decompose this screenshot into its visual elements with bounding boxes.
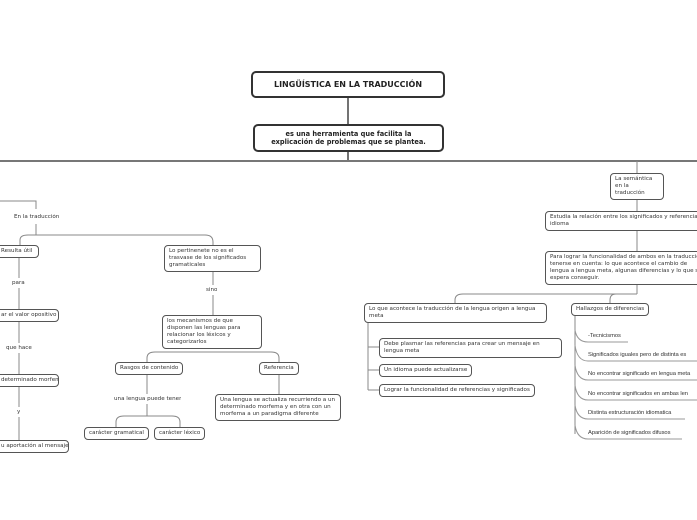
node-determinado-morfema[interactable]: determinado morfema xyxy=(0,374,59,387)
branch-en-la-traduccion[interactable]: En la traducción xyxy=(14,214,60,220)
node-mecanismos[interactable]: los mecanismos de que disponen las lengu… xyxy=(162,315,262,349)
node-aportacion[interactable]: u aportación al mensaje xyxy=(0,440,69,453)
node-pertinente[interactable]: Lo pertinenete no es el trasvase de los … xyxy=(164,245,261,272)
label-que-hace: que hace xyxy=(6,345,32,351)
node-gramatical[interactable]: carácter gramatical xyxy=(84,427,149,440)
label-y: y xyxy=(17,409,21,415)
list-item[interactable]: Significados iguales pero de distinta es xyxy=(588,352,687,358)
list-item[interactable]: No encontrar significados en ambas len xyxy=(588,391,688,397)
subtitle-node[interactable]: es una herramienta que facilita la expli… xyxy=(253,124,444,152)
list-item[interactable]: Un idioma puede actualizarse xyxy=(379,364,473,377)
node-actualiza[interactable]: Una lengua se actualiza recurriendo a un… xyxy=(215,394,341,421)
list-item[interactable]: Aparición de significados difusos xyxy=(588,430,671,436)
node-rasgos[interactable]: Rasgos de contenido xyxy=(115,362,184,375)
label-para: para xyxy=(12,280,25,286)
node-lexico[interactable]: carácter léxico xyxy=(154,427,206,440)
node-estudia[interactable]: Estudia la relación entre los significad… xyxy=(545,211,697,231)
node-referencia[interactable]: Referencia xyxy=(259,362,299,375)
list-item[interactable]: Lograr la funcionalidad de referencias y… xyxy=(379,384,535,397)
node-valor-opositivo[interactable]: ar el valor opositivo xyxy=(0,309,59,322)
list-item[interactable]: Distinta estructuración idiomatica xyxy=(588,410,672,416)
list-item[interactable]: -Tecnicismos xyxy=(588,333,621,339)
node-lograr[interactable]: Para lograr la funcionalidad de ambos en… xyxy=(545,251,697,285)
node-hallazgos[interactable]: Hallazgos de diferencias xyxy=(571,303,650,316)
node-resulta-util[interactable]: Resulta útil xyxy=(0,245,39,258)
label-puede-tener: una lengua puede tener xyxy=(114,396,182,402)
node-semantica[interactable]: La semántica en la traducción xyxy=(610,173,664,200)
label-sino: sino xyxy=(206,287,218,293)
node-acontece[interactable]: Lo que acontece la traducción de la leng… xyxy=(364,303,547,323)
list-item[interactable]: Debe plasmar las referencias para crear … xyxy=(379,338,562,358)
root-title[interactable]: LINGÜÍSTICA EN LA TRADUCCIÓN xyxy=(251,71,445,98)
list-item[interactable]: No encontrar significado en lengua meta xyxy=(588,371,691,377)
